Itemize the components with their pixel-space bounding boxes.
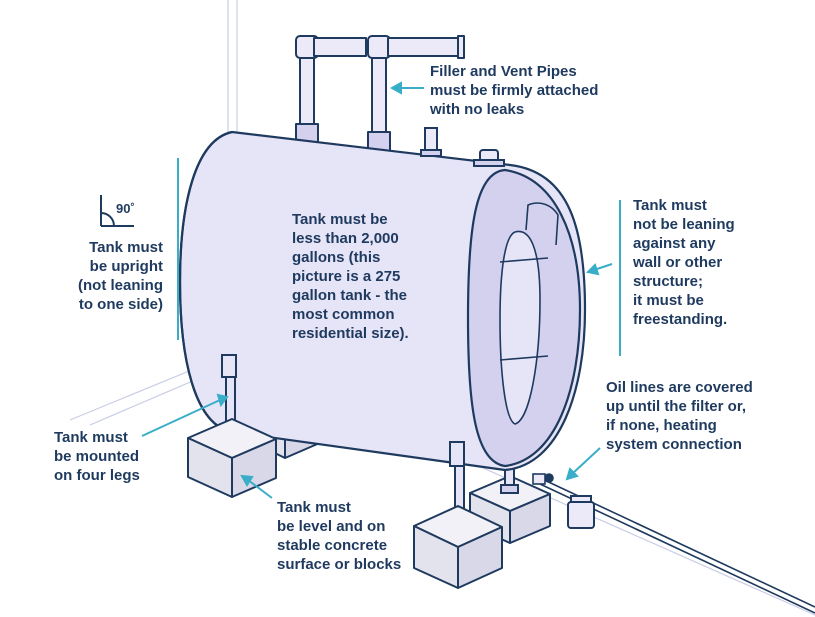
callout-line: Tank must xyxy=(89,239,163,256)
callout-line: wall or other xyxy=(633,254,723,271)
freestanding-arrow xyxy=(585,263,600,276)
callout-line: system connection xyxy=(606,436,742,453)
callout-line: picture is a 275 xyxy=(292,268,401,285)
level-leader xyxy=(247,479,273,499)
callout-line: Oil lines are covered xyxy=(606,379,753,396)
callout-line: not be leaning xyxy=(633,216,735,233)
callout-leaders xyxy=(141,81,621,499)
oil-lines-arrow xyxy=(565,467,579,481)
callout-line: if none, heating xyxy=(606,417,717,434)
callout-line: it must be xyxy=(633,292,704,309)
legs-leader xyxy=(141,399,221,437)
tank-body xyxy=(178,130,587,472)
oil-lines-leader xyxy=(571,447,601,475)
callout-capacity: Tank must be less than 2,000 gallons (th… xyxy=(292,210,409,343)
callout-legs: Tank must be mounted on four legs xyxy=(54,428,140,485)
right-angle-icon xyxy=(100,195,134,227)
vent-pipe xyxy=(371,54,387,144)
pipes-arrow xyxy=(389,81,402,95)
callout-line: Tank must be xyxy=(292,211,388,228)
callout-line: freestanding. xyxy=(633,311,728,328)
oil-filter xyxy=(567,495,595,529)
concrete-block-front-right xyxy=(413,505,503,589)
callout-line: structure; xyxy=(633,273,704,290)
level-arrow xyxy=(240,474,254,487)
callout-oil-lines: Oil lines are covered up until the filte… xyxy=(606,378,753,454)
callout-upright: Tank must be upright (not leaning to one… xyxy=(78,238,163,314)
callout-line: Tank must xyxy=(633,197,707,214)
legs-arrow xyxy=(216,393,229,408)
callout-line: most common xyxy=(292,306,395,323)
tank-gauge xyxy=(420,127,442,157)
callout-line: be mounted xyxy=(54,448,139,465)
callout-line: Tank must xyxy=(277,499,351,516)
callout-line: up until the filter or, xyxy=(606,398,746,415)
callout-line: Filler and Vent Pipes xyxy=(430,63,577,80)
concrete-block-front-left xyxy=(187,418,277,498)
angle-label: 90˚ xyxy=(116,201,135,216)
callout-line: with no leaks xyxy=(430,101,525,118)
filler-pipe xyxy=(299,54,315,134)
tank-top-fitting xyxy=(473,149,505,167)
callout-line: residential size). xyxy=(292,325,409,342)
callout-line: less than 2,000 xyxy=(292,230,399,247)
callout-line: stable concrete xyxy=(277,537,388,554)
callout-line: to one side) xyxy=(78,296,163,313)
callout-line: be level and on xyxy=(277,518,386,535)
callout-line: gallons (this xyxy=(292,249,381,266)
callout-line: Tank must xyxy=(54,429,128,446)
callout-pipes: Filler and Vent Pipes must be firmly att… xyxy=(430,62,598,119)
callout-line: gallon tank - the xyxy=(292,287,408,304)
oil-line xyxy=(532,473,815,614)
callout-freestanding: Tank must not be leaning against any wal… xyxy=(633,196,735,329)
callout-line: on four legs xyxy=(54,467,140,484)
callout-line: (not leaning xyxy=(78,277,163,294)
callout-line: be upright xyxy=(89,258,163,275)
callout-line: surface or blocks xyxy=(277,556,402,573)
leg-back-right xyxy=(500,454,519,494)
callout-line: must be firmly attached xyxy=(430,82,599,99)
callout-level: Tank must be level and on stable concret… xyxy=(277,498,401,574)
callout-line: against any xyxy=(633,235,716,252)
